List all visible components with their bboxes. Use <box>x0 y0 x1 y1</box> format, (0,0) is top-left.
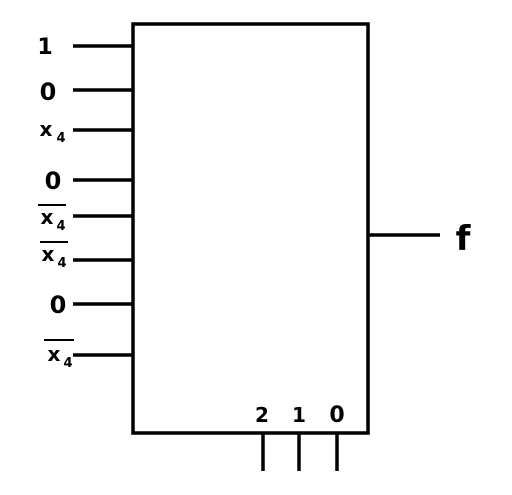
input-subscript-7: 4 <box>63 356 72 371</box>
mux-block <box>131 22 370 435</box>
input-label-5: x <box>42 242 55 266</box>
select-label-1: 1 <box>292 403 306 427</box>
output-label: f <box>456 219 472 259</box>
input-label-1: 0 <box>40 78 57 106</box>
input-label-2: x <box>40 117 53 141</box>
input-label-3: 0 <box>45 167 62 195</box>
input-subscript-4: 4 <box>56 219 65 234</box>
input-label-4: x <box>41 205 54 229</box>
select-label-0: 0 <box>329 403 344 428</box>
input-label-7: x <box>48 342 61 366</box>
input-subscript-5: 4 <box>57 256 66 271</box>
input-label-6: 0 <box>50 291 67 319</box>
input-label-0: 1 <box>37 35 52 60</box>
input-subscript-2: 4 <box>56 131 65 146</box>
select-label-2: 2 <box>255 403 269 427</box>
